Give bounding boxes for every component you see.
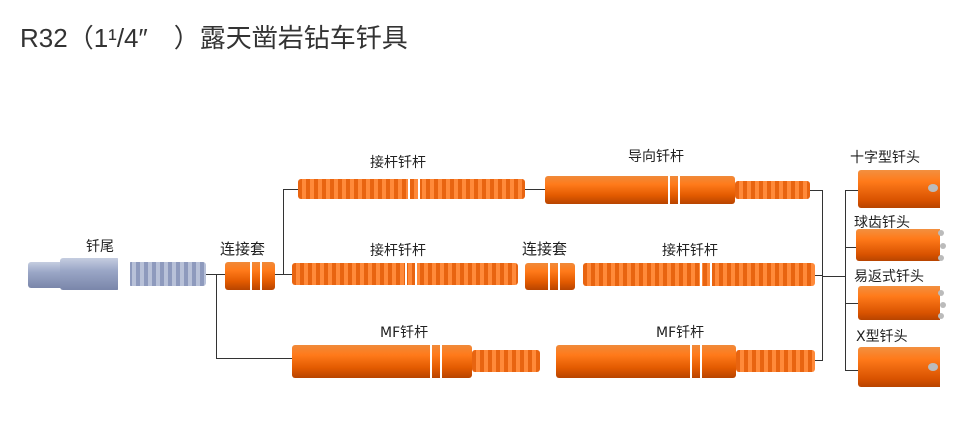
shank-label: 钎尾 xyxy=(86,239,114,255)
connector-line xyxy=(283,189,298,190)
bit-button xyxy=(938,255,944,261)
bit-button xyxy=(940,302,946,308)
connector-line xyxy=(216,274,217,359)
break-mark xyxy=(250,256,262,296)
connector-line xyxy=(845,190,858,191)
bit-carbide xyxy=(928,184,938,192)
connector-line xyxy=(810,190,822,191)
coupling-sleeve xyxy=(525,263,575,290)
mf-rod xyxy=(556,345,736,378)
x-bit xyxy=(858,347,940,387)
extension-rod xyxy=(583,263,815,286)
connector-line xyxy=(525,189,545,190)
break-mark xyxy=(430,338,442,384)
connector-line xyxy=(283,189,284,275)
shank-adapter xyxy=(60,258,120,290)
connector-line xyxy=(815,275,822,276)
bit-button xyxy=(940,243,946,249)
connector-line xyxy=(845,247,858,248)
button-bit xyxy=(856,229,940,261)
extension-rod-label: 接杆钎杆 xyxy=(370,155,426,171)
retrac-bit xyxy=(858,286,940,320)
x-bit-label: X型钎头 xyxy=(856,329,908,345)
break-mark xyxy=(668,168,680,210)
mf-rod-label: MF钎杆 xyxy=(656,325,705,341)
bit-button xyxy=(938,230,944,236)
connector-line xyxy=(845,303,858,304)
mf-rod xyxy=(292,345,472,378)
break-mark xyxy=(700,256,712,292)
bit-button xyxy=(938,313,944,319)
cross-bit-label: 十字型钎头 xyxy=(850,150,920,166)
connector-line xyxy=(845,370,858,371)
mf-rod-thread xyxy=(736,350,815,372)
connector-line xyxy=(205,274,225,275)
coupling-label: 连接套 xyxy=(522,240,568,258)
break-mark xyxy=(118,256,130,294)
bit-button xyxy=(938,290,944,296)
connector-line xyxy=(845,190,846,371)
cross-bit xyxy=(858,170,940,208)
guide-rod-thread xyxy=(735,181,810,199)
break-mark xyxy=(408,172,420,208)
guide-rod-label: 导向钎杆 xyxy=(628,149,684,165)
coupling-label: 连接套 xyxy=(220,240,266,258)
button-bit-label: 球齿钎头 xyxy=(854,215,910,231)
page-title: R32（1¹/4″ ）露天凿岩钻车钎具 xyxy=(20,23,408,53)
connector-line xyxy=(275,274,293,275)
mf-rod-label: MF钎杆 xyxy=(380,325,429,341)
shank-adapter xyxy=(128,262,206,286)
break-mark xyxy=(690,338,702,384)
extension-rod-label: 接杆钎杆 xyxy=(662,243,718,259)
break-mark xyxy=(405,256,417,292)
break-mark xyxy=(548,256,560,296)
bit-carbide xyxy=(928,363,938,371)
extension-rod-label: 接杆钎杆 xyxy=(370,243,426,259)
connector-line xyxy=(216,358,292,359)
mf-rod-thread xyxy=(472,350,540,372)
connector-line xyxy=(822,276,846,277)
extension-rod xyxy=(298,179,525,199)
connector-line xyxy=(815,360,822,361)
connector-line xyxy=(822,190,823,361)
retrac-bit-label: 易返式钎头 xyxy=(854,269,924,285)
guide-rod xyxy=(545,176,735,204)
